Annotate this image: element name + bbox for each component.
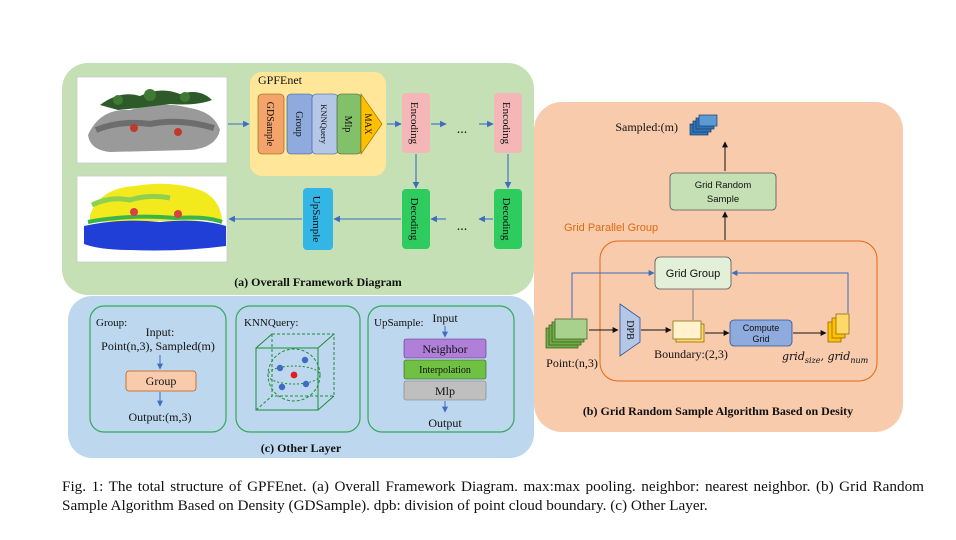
boundary-stack-icon	[672, 320, 705, 343]
decoding-label-1: Decoding	[408, 198, 420, 241]
grid-random-sample-block	[669, 172, 777, 211]
grid-group-block	[654, 256, 732, 290]
input-point-cloud-image	[76, 76, 228, 164]
knn-neighbor-point	[278, 383, 286, 391]
grid-random-sample-line2: Sample	[707, 194, 739, 205]
upsample-box-title: UpSample:	[374, 317, 424, 329]
segmented-point-cloud-image	[76, 175, 228, 263]
knnquery-block-label: KNNQuery	[319, 104, 329, 144]
group-box-input: Input:	[146, 325, 175, 339]
group-layer-box	[89, 305, 227, 433]
knn-neighbor-point	[301, 356, 309, 364]
gdsample-label: GDSample	[264, 102, 275, 147]
figure-caption: Fig. 1: The total structure of GPFEnet. …	[62, 478, 924, 514]
knnquery-layer-box	[235, 305, 361, 433]
dpb-label: DPB	[624, 320, 635, 340]
sampled-stack-icon	[689, 114, 718, 136]
panel-a-arrows	[228, 120, 512, 223]
interpolation-layer	[403, 359, 487, 380]
encoding-block-2	[494, 93, 522, 153]
compute-grid-line1: Compute	[743, 323, 780, 333]
upsample-box-output: Output	[428, 416, 462, 430]
decoding-block-2	[494, 189, 522, 249]
panel-b-label: (b) Grid Random Sample Algorithm Based o…	[583, 404, 853, 418]
point-label: Point:(n,3)	[546, 356, 598, 370]
panel-b-arrows	[571, 270, 849, 336]
gpfenet-title: GPFEnet	[258, 73, 303, 87]
grid-output-stack-icon	[827, 313, 850, 343]
compute-grid-line2: Grid	[752, 334, 769, 344]
knn-query-point	[290, 371, 298, 379]
group-box-title: Group:	[96, 317, 127, 329]
panel-a-label: (a) Overall Framework Diagram	[234, 275, 402, 289]
decoding-label-2: Decoding	[500, 198, 512, 241]
boundary-label: Boundary:(2,3)	[654, 347, 728, 361]
decoding-ellipsis: ...	[457, 219, 468, 234]
knn-neighbor-point	[302, 380, 310, 388]
grid-group-label: Grid Group	[666, 268, 720, 280]
encoding-block-1	[402, 93, 430, 153]
upsample-label: UpSample	[310, 196, 322, 243]
panel-c-background	[68, 296, 534, 458]
sampled-label: Sampled:(m)	[615, 120, 678, 134]
upsample-block	[303, 188, 333, 250]
upsample-box-input: Input	[432, 311, 458, 325]
point-input-stack-icon	[545, 318, 588, 349]
knnquery-box-title: KNNQuery:	[244, 317, 298, 329]
neighbor-layer	[403, 338, 487, 359]
mlp-block-label: Mlp	[342, 116, 353, 133]
gdsample-block	[257, 93, 285, 155]
decoding-block-1	[402, 189, 430, 249]
encoding-label-2: Encoding	[500, 102, 512, 145]
group-box-input-args: Point(n,3), Sampled(m)	[101, 339, 215, 353]
max-block	[360, 93, 383, 155]
interpolation-layer-label: Interpolation	[419, 365, 471, 376]
group-op-block	[125, 370, 197, 392]
compute-grid-block	[729, 319, 793, 347]
mlp-layer-label: Mlp	[435, 384, 455, 398]
encoding-label-1: Encoding	[408, 102, 420, 145]
group-block-label: Group	[293, 111, 304, 137]
grid-parallel-group-label: Grid Parallel Group	[564, 222, 658, 234]
grid-size-num-label: gridsize, gridnum	[782, 350, 869, 365]
grid-random-sample-line1: Grid Random	[695, 180, 752, 191]
group-box-output: Output:(m,3)	[129, 410, 192, 424]
group-op-label: Group	[146, 374, 177, 388]
mlp-layer	[403, 380, 487, 401]
knn-neighbor-point	[276, 364, 284, 372]
encoding-ellipsis: ...	[457, 122, 468, 137]
dpb-block	[619, 303, 641, 357]
knn-cube-illustration	[255, 333, 335, 411]
upsample-layer-box	[367, 305, 515, 433]
panel-c-label: (c) Other Layer	[261, 441, 342, 455]
neighbor-layer-label: Neighbor	[422, 342, 467, 356]
grid-parallel-group-box	[599, 240, 878, 382]
max-block-label: MAX	[363, 113, 373, 135]
